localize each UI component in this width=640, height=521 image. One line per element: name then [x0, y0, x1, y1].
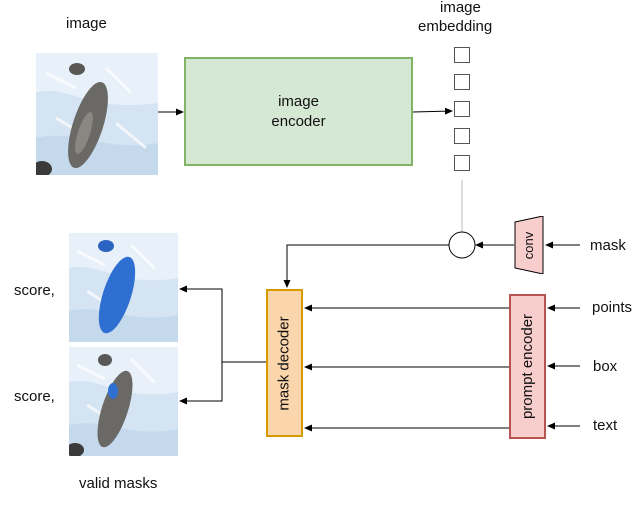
embedding-cell — [454, 101, 470, 117]
score-label-2: score, — [14, 388, 55, 405]
arrow-encoder-to-embedding — [412, 107, 453, 115]
embedding-cell — [454, 74, 470, 90]
input-image — [36, 53, 158, 175]
arrow-to-mask-1 — [179, 285, 223, 362]
conv-block — [514, 216, 544, 274]
image-encoder-label-line2: encoder — [271, 112, 326, 130]
embedding-cell — [454, 155, 470, 171]
mask-decoder-block: mask decoder — [266, 289, 303, 437]
arrow-to-mask-2 — [179, 362, 223, 405]
image-encoder-block: image encoder — [184, 57, 413, 166]
prompt-encoder-label: prompt encoder — [519, 313, 536, 420]
mask-highlight-partial — [108, 383, 118, 399]
mask-highlight-full — [98, 256, 136, 334]
text-input-label: text — [593, 417, 618, 434]
image-encoder-label-line1: image — [278, 92, 319, 110]
sum-node — [448, 231, 476, 259]
mask-input-label: mask — [590, 237, 626, 254]
image-embedding-label-line2: embedding — [418, 18, 493, 35]
score-label-1: score, — [14, 282, 55, 299]
embedding-cell — [454, 47, 470, 63]
image-embedding-label-line1: image — [440, 0, 481, 16]
box-input-label: box — [593, 358, 618, 375]
valid-masks-label: valid masks — [79, 475, 158, 492]
embedding-cell — [454, 128, 470, 144]
arrow-sum-to-decoder — [283, 244, 449, 288]
input-image-label: image — [66, 15, 107, 32]
prompt-encoder-block: prompt encoder — [509, 294, 546, 439]
conv-label: conv — [521, 231, 537, 259]
mask-decoder-label: mask decoder — [276, 315, 293, 411]
output-mask-image-2 — [69, 347, 178, 456]
points-input-label: points — [592, 299, 633, 316]
conv-label-wrap: conv — [513, 216, 545, 274]
output-mask-image-1 — [69, 233, 178, 342]
